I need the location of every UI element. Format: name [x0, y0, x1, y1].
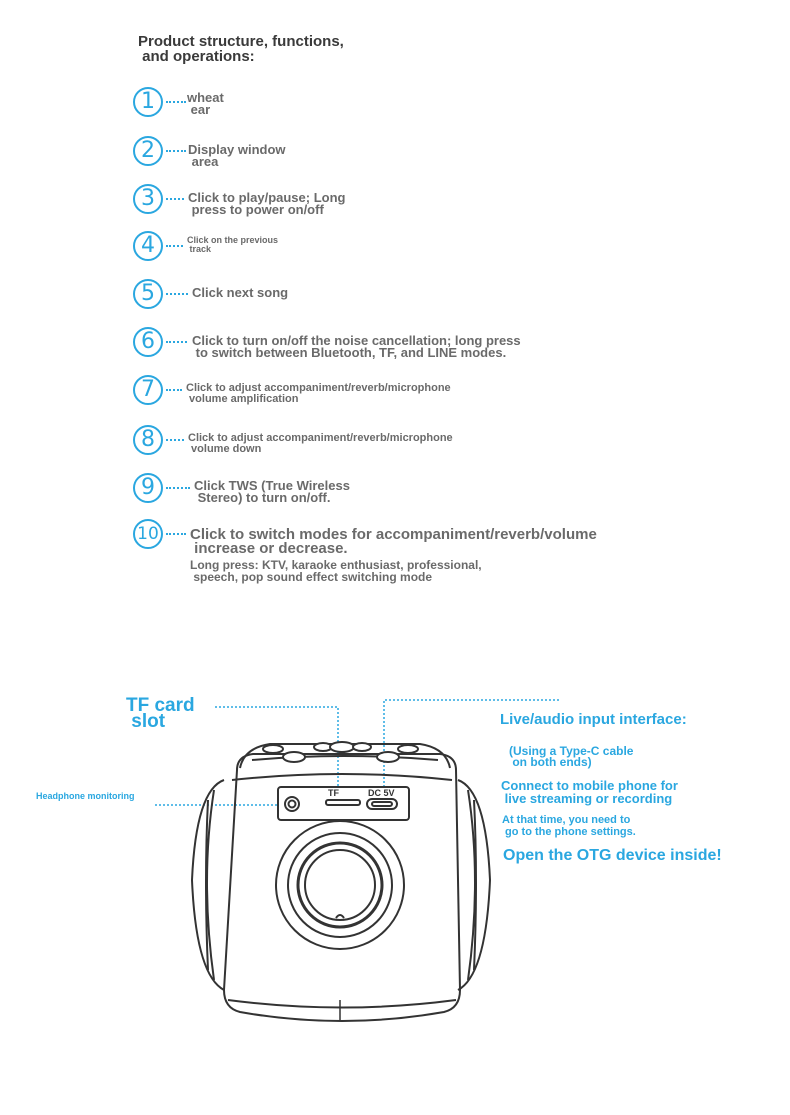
woofer [275, 820, 405, 950]
phone-settings-note: At that time, you need to go to the phon… [502, 814, 636, 838]
number-badge: 1 [133, 87, 163, 117]
otg-note: Open the OTG device inside! [503, 847, 722, 864]
side-panel-right [457, 779, 492, 991]
item-subtext: Long press: KTV, karaoke enthusiast, pro… [190, 558, 482, 584]
number-badge: 3 [133, 184, 163, 214]
item-text: Click to adjust accompaniment/reverb/mic… [186, 382, 451, 405]
leader-line [166, 101, 186, 103]
leader-line [166, 533, 186, 535]
port-panel [277, 786, 410, 821]
item-text: Click next song [192, 285, 289, 300]
number-badge: 4 [133, 231, 163, 261]
number-badge: 7 [133, 375, 163, 405]
item-text: Click to switch modes for accompaniment/… [190, 526, 597, 557]
number-badge: 6 [133, 327, 163, 357]
number-badge: 10 [133, 519, 163, 549]
headphone-monitoring-label: Headphone monitoring [36, 791, 135, 801]
leader-line [166, 198, 184, 200]
item-text: wheat ear [187, 90, 224, 117]
leader-line [166, 293, 188, 295]
leader-line [166, 245, 183, 247]
item-text: Click TWS (True Wireless Stereo) to turn… [194, 478, 350, 505]
number-badge: 8 [133, 425, 163, 455]
panel-dc-label: DC 5V [368, 788, 395, 798]
connect-note: Connect to mobile phone for live streami… [501, 778, 678, 806]
number-badge: 5 [133, 279, 163, 309]
leader-line [166, 487, 190, 489]
live-audio-input-label: Live/audio input interface: [500, 711, 687, 728]
tf-card-slot-label: TF card slot [126, 695, 195, 732]
tf-slot-leader [215, 706, 339, 795]
page-title: Product structure, functions, and operat… [138, 33, 344, 65]
item-text: Click on the previous track [187, 235, 279, 254]
item-text: Click to turn on/off the noise cancellat… [192, 333, 521, 360]
item-text: Display window area [188, 142, 286, 169]
panel-tf-label: TF [328, 788, 339, 798]
leader-line [166, 150, 186, 152]
dc-port-leader [383, 699, 560, 795]
leader-line [166, 389, 182, 391]
item-text: Click to adjust accompaniment/reverb/mic… [188, 432, 453, 455]
type-c-note: (Using a Type-C cable on both ends) [509, 744, 634, 769]
number-badge: 9 [133, 473, 163, 503]
number-badge: 2 [133, 136, 163, 166]
side-panel-left [190, 779, 225, 991]
item-text: Click to play/pause; Long press to power… [188, 190, 346, 217]
leader-line [166, 439, 184, 441]
top-buttons [262, 741, 419, 763]
leader-line [166, 341, 187, 343]
speaker-body [222, 743, 462, 1022]
